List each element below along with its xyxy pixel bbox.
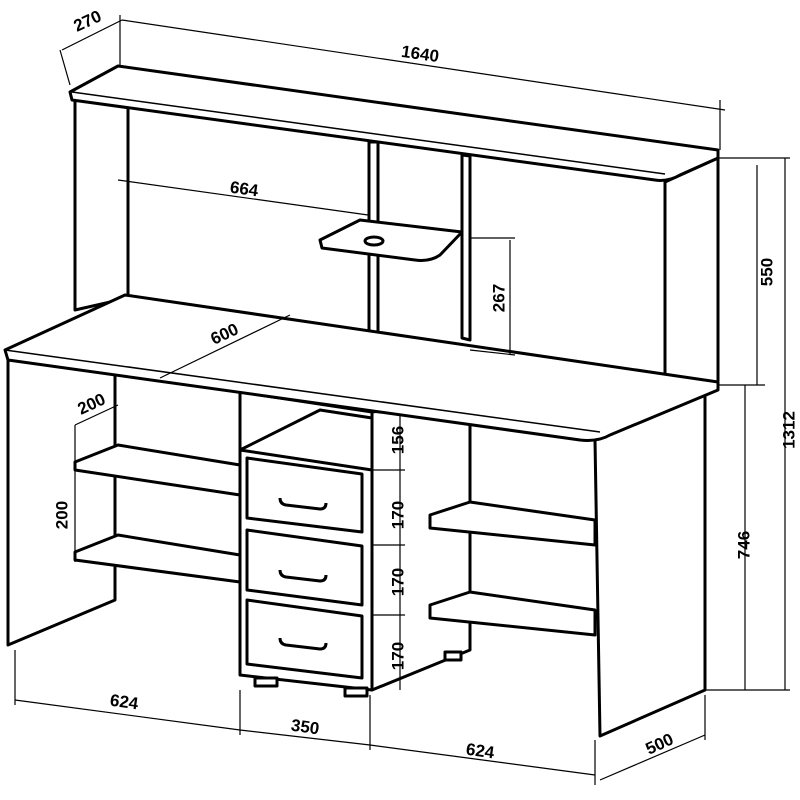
dim-drawer-3: 170 [388,642,407,670]
drawer-handle-icon [278,637,328,651]
hutch-left-side [73,93,130,312]
drawer-handle-icon [278,497,328,511]
hutch [68,64,720,402]
dim-shelf-offset: 664 [229,178,260,201]
drawer-3[interactable] [245,598,364,680]
drawer-top-shelf [238,408,374,472]
drawer-2[interactable] [245,528,364,607]
dim-drawer-unit-width: 350 [290,716,321,739]
right-shelf-upper [428,500,597,547]
pole-shelf [318,218,464,262]
dim-left-section-width: 624 [109,691,140,714]
drawer-foot [343,686,369,698]
right-shelf-lower [428,590,597,637]
drawer-foot [253,676,279,688]
hutch-right-side [663,156,720,402]
dim-top-drawer-gap: 156 [388,426,407,454]
dim-drawer-1: 170 [388,501,407,529]
dim-shelf-height: 267 [489,284,508,312]
hutch-top-board [68,64,720,182]
dim-desk-height: 746 [734,531,753,559]
dim-hutch-height: 550 [757,258,776,286]
drawer-1[interactable] [245,456,364,534]
drawer-unit [238,390,472,698]
dim-desk-depth: 500 [643,729,677,758]
dim-shelf-spacing: 200 [52,501,71,529]
dimension-lines [14,15,790,785]
desk-top [3,293,720,442]
right-leg [593,388,707,738]
dim-drawer-2: 170 [388,568,407,596]
dim-right-section-width: 624 [465,740,496,763]
drawer-handle-icon [278,569,328,583]
drawer-foot [443,650,463,662]
hutch-divider [460,153,472,342]
dim-total-height: 1312 [779,411,798,449]
